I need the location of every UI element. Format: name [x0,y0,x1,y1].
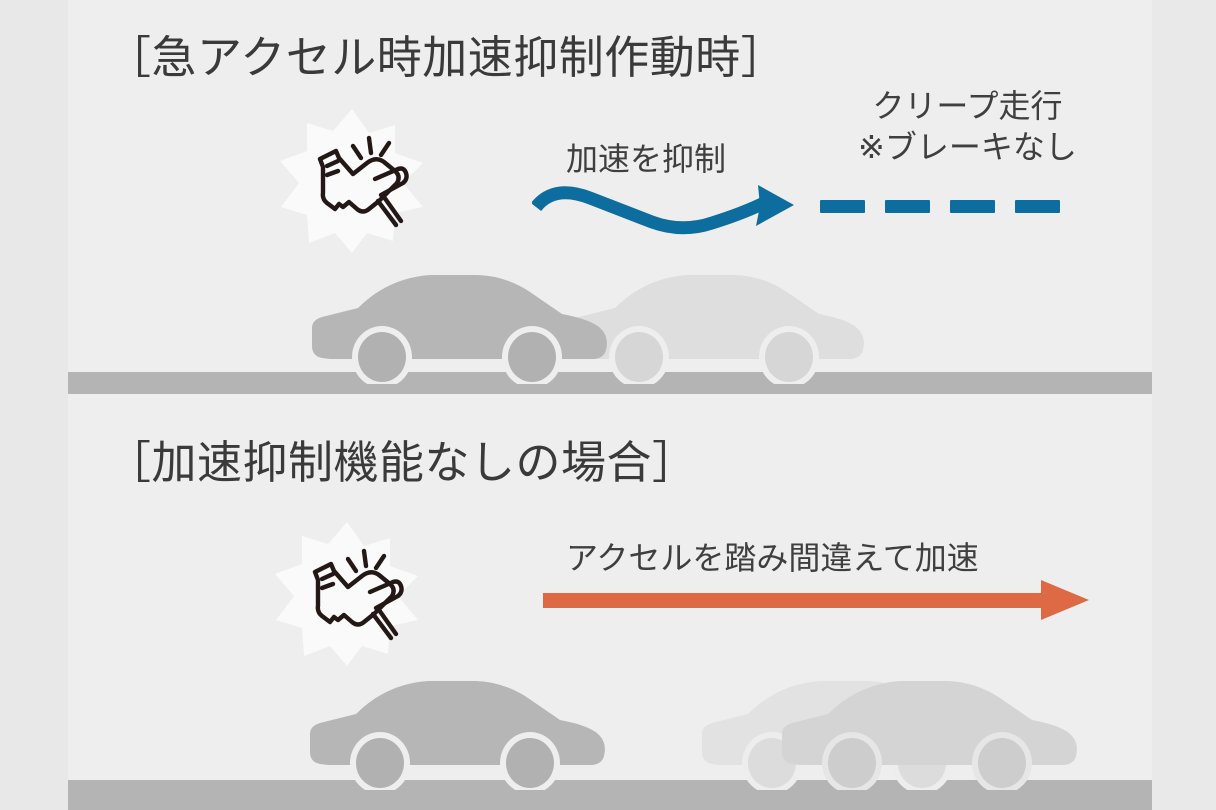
dash-segment [950,200,995,213]
annotation-creep-line2: ※ブレーキなし [858,128,1077,165]
accelerator-pedal-press-icon-2 [272,518,422,668]
ground-strip-top [68,372,1152,394]
section-title-top: ［急アクセル時加速抑制作動時］ [106,32,787,83]
dashed-path-indicator [820,200,1080,214]
car-silhouette-ghost [567,262,867,384]
dash-segment [885,200,930,213]
annotation-pedal-misapplication: アクセルを踏み間違えて加速 [566,540,979,576]
straight-arrow-icon [543,578,1091,622]
section-title-bottom: ［加速抑制機能なしの場合］ [106,437,698,488]
accelerator-pedal-press-icon [277,105,427,255]
background-band-left [0,0,68,810]
background-band-right [1152,0,1216,810]
ground-strip-bottom [68,780,1152,810]
curved-arrow-icon [532,182,822,238]
annotation-suppress-acceleration: 加速を抑制 [566,141,727,177]
annotation-creep-line1: クリープ走行 [872,88,1063,124]
car-silhouette-solid-2 [308,668,608,790]
dash-segment [820,200,865,213]
dash-segment [1015,200,1060,213]
panel-with-suppression: ［急アクセル時加速抑制作動時］ [68,32,1152,394]
car-silhouette-solid [310,262,610,384]
annotation-creep-drive: クリープ走行 ※ブレーキなし [858,86,1077,168]
car-silhouette-ghost-near [780,668,1080,790]
